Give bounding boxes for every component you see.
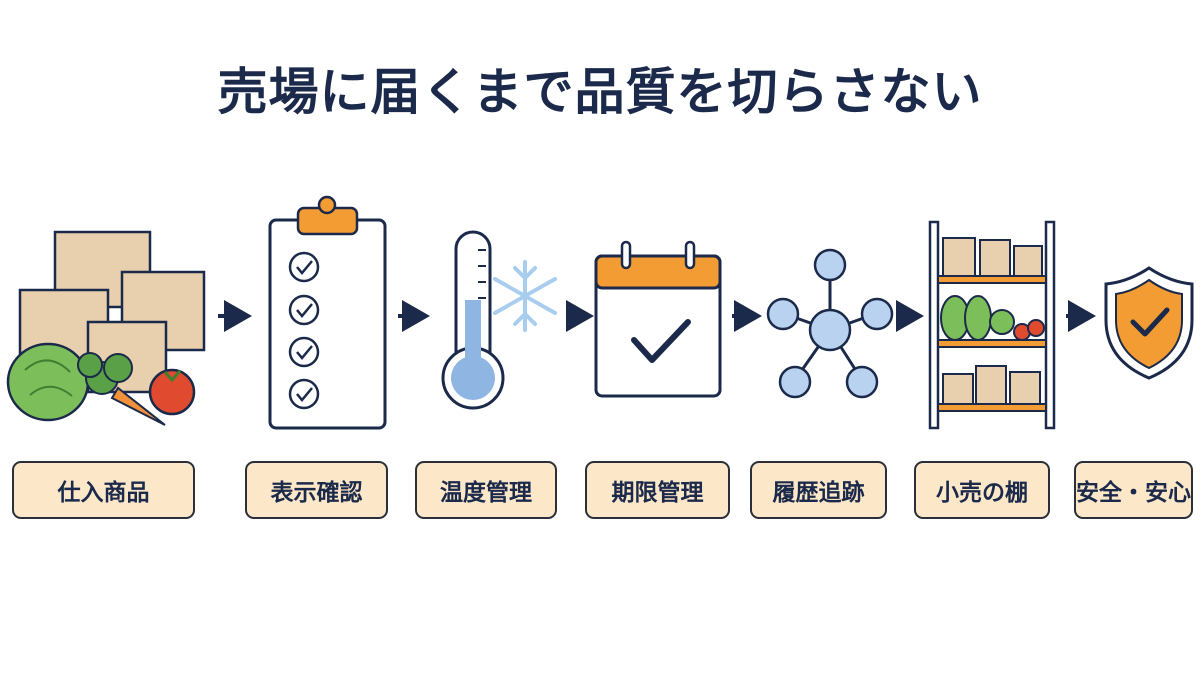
clipboard-checklist-icon bbox=[268, 195, 387, 430]
step-label-3: 温度管理 bbox=[415, 461, 557, 519]
step-label-7: 安全・安心 bbox=[1074, 461, 1193, 519]
step-label-1: 仕入商品 bbox=[12, 461, 195, 519]
step-label-5: 履歴追跡 bbox=[750, 461, 887, 519]
calendar-check-icon bbox=[594, 240, 722, 398]
step-label-2: 表示確認 bbox=[245, 461, 388, 519]
step-label-6: 小売の棚 bbox=[914, 461, 1050, 519]
retail-shelf-icon bbox=[928, 220, 1056, 430]
shield-check-icon bbox=[1104, 266, 1194, 380]
step-label-4: 期限管理 bbox=[585, 461, 730, 519]
network-trace-icon bbox=[766, 248, 894, 399]
page-title: 売場に届くまで品質を切らさない bbox=[217, 63, 983, 121]
thermometer-snowflake-icon bbox=[441, 230, 557, 410]
boxes-vegetables-icon bbox=[6, 230, 206, 426]
